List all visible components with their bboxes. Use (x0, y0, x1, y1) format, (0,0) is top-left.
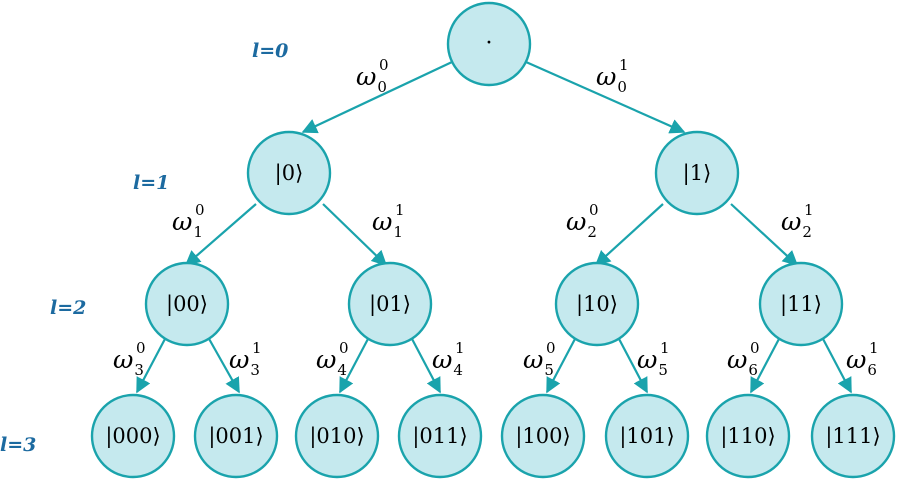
root-node: · (446, 1, 532, 87)
edges (136, 60, 852, 394)
edge-1-to-10 (594, 203, 664, 267)
weight-w3-1: ω31 (229, 339, 261, 379)
node-101: |101⟩ (604, 393, 690, 479)
node-100: |100⟩ (500, 393, 586, 479)
edge-01-to-011 (410, 336, 441, 394)
edge-01-to-010 (339, 336, 370, 394)
level-label-3: l=3 (0, 434, 36, 456)
edge-root-to-1 (525, 60, 686, 134)
node-001: |001⟩ (193, 393, 279, 479)
node-111: |111⟩ (810, 393, 896, 479)
node-100-label: |100⟩ (515, 424, 570, 449)
weight-w6-1: ω61 (846, 339, 878, 379)
weight-w4-0: ω40 (316, 339, 348, 379)
node-000: |000⟩ (90, 393, 176, 479)
node-011: |011⟩ (397, 393, 483, 479)
node-10: |10⟩ (554, 261, 640, 347)
node-0-label: |0⟩ (275, 161, 304, 186)
weight-w0-1: ω01 (596, 56, 628, 96)
edge-1-to-11 (730, 203, 799, 267)
node-001-label: |001⟩ (208, 424, 263, 449)
weight-w2-1: ω21 (781, 201, 813, 241)
node-110-label: |110⟩ (720, 424, 775, 449)
node-010-label: |010⟩ (309, 424, 364, 449)
node-11-label: |11⟩ (780, 292, 822, 317)
level3-nodes: |000⟩ |001⟩ |010⟩ |011⟩ |100⟩ |101⟩ |110… (90, 393, 896, 479)
edge-10-to-100 (546, 336, 577, 394)
node-01: |01⟩ (347, 261, 433, 347)
edge-00-to-000 (136, 336, 167, 394)
weight-w5-1: ω51 (637, 339, 669, 379)
node-010: |010⟩ (294, 393, 380, 479)
weight-w4-1: ω41 (432, 339, 464, 379)
edge-00-to-001 (207, 336, 240, 394)
level1-nodes: |0⟩ |1⟩ (246, 130, 740, 216)
node-11: |11⟩ (758, 261, 844, 347)
weight-w2-0: ω20 (566, 201, 598, 241)
node-110: |110⟩ (705, 393, 791, 479)
edge-0-to-00 (184, 203, 257, 267)
level2-nodes: |00⟩ |01⟩ |10⟩ |11⟩ (144, 261, 844, 347)
level-label-1: l=1 (133, 172, 169, 194)
weight-w3-0: ω30 (113, 339, 145, 379)
node-011-label: |011⟩ (412, 424, 467, 449)
edge-11-to-111 (821, 336, 852, 394)
node-00: |00⟩ (144, 261, 230, 347)
node-1-label: |1⟩ (683, 161, 712, 186)
edge-10-to-101 (617, 336, 648, 394)
weight-w0-0: ω00 (356, 56, 388, 96)
node-0: |0⟩ (246, 130, 332, 216)
node-00-label: |00⟩ (166, 292, 208, 317)
weight-w1-0: ω10 (172, 201, 204, 241)
weight-w6-0: ω60 (727, 339, 759, 379)
edge-root-to-0 (301, 61, 453, 134)
weight-labels: ω00 ω01 ω10 ω11 ω20 ω21 ω30 ω31 ω40 ω41 (113, 56, 878, 379)
level-labels: l=0 l=1 l=2 l=3 (0, 40, 288, 456)
level-label-2: l=2 (50, 297, 86, 319)
edge-0-to-01 (322, 203, 388, 267)
weight-w5-0: ω50 (523, 339, 555, 379)
node-1: |1⟩ (654, 130, 740, 216)
node-01-label: |01⟩ (369, 292, 411, 317)
node-10-label: |10⟩ (576, 292, 618, 317)
node-111-label: |111⟩ (825, 424, 880, 449)
weight-w1-1: ω11 (372, 201, 404, 241)
root-node-label: · (486, 31, 493, 56)
edge-11-to-110 (750, 336, 781, 394)
level-label-0: l=0 (252, 40, 288, 62)
node-101-label: |101⟩ (619, 424, 674, 449)
node-000-label: |000⟩ (105, 424, 160, 449)
